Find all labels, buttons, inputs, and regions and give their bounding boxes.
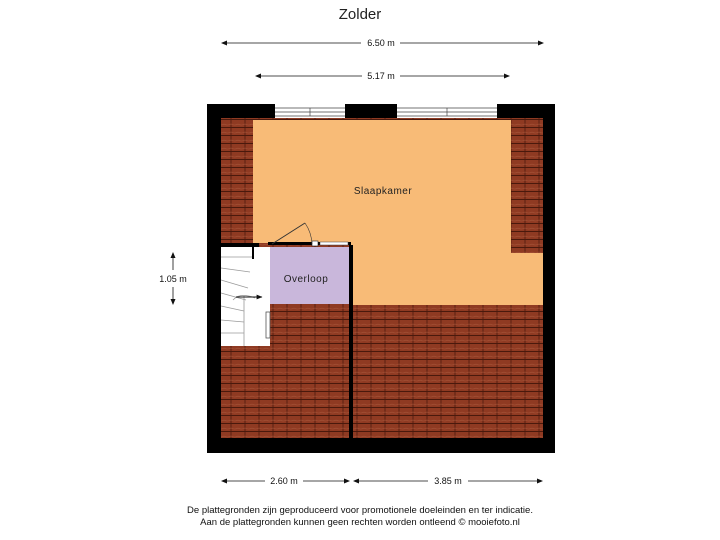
dimension-bottom-left-label: 2.60 m	[270, 476, 298, 486]
door	[271, 222, 349, 247]
wall-landing-left	[252, 247, 254, 259]
room-label-landing: Overloop	[284, 274, 329, 285]
dimension-bottom-right: 3.85 m	[353, 476, 543, 486]
dimension-overall-width-label: 6.50 m	[367, 38, 395, 48]
dimension-inner-width-label: 5.17 m	[367, 71, 395, 81]
dimension-height-left-label: 1.05 m	[159, 274, 187, 284]
disclaimer: De plattegronden zijn geproduceerd voor …	[0, 505, 720, 529]
dimension-bottom-right-label: 3.85 m	[434, 476, 462, 486]
wall-top-of-stairs	[221, 243, 259, 247]
dimension-height-left: 1.05 m	[159, 252, 187, 305]
dimension-inner-width: 5.17 m	[255, 71, 510, 81]
stair-rail	[265, 311, 271, 339]
dimension-bottom-left: 2.60 m	[221, 476, 350, 486]
wall-divider	[349, 245, 353, 438]
disclaimer-line-2: Aan de plattegronden kunnen geen rechten…	[200, 517, 520, 528]
disclaimer-line-1: De plattegronden zijn geproduceerd voor …	[187, 505, 533, 516]
bedroom-floor	[253, 120, 543, 305]
room-label-bedroom: Slaapkamer	[354, 186, 413, 197]
window-right	[397, 104, 497, 118]
floor-title: Zolder	[338, 6, 382, 23]
dimension-overall-width: 6.50 m	[221, 38, 544, 48]
wall-top-landing	[268, 242, 351, 245]
window-left	[275, 104, 345, 118]
stairs	[220, 256, 256, 346]
